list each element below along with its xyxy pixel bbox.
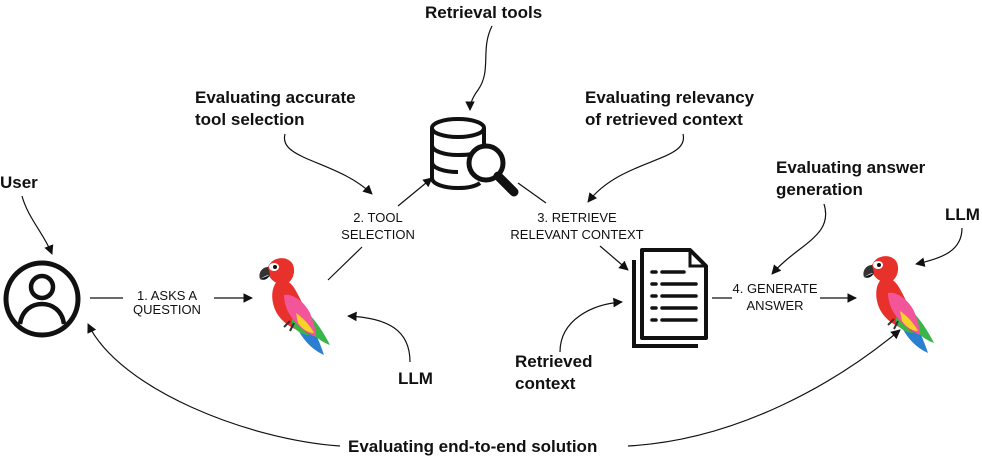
e2e-arrow-left [87,323,341,447]
document-icon [632,248,708,348]
database-search-icon [430,117,519,197]
retrieval-tools-label: Retrieval tools [425,3,542,22]
e2e-label: Evaluating end-to-end solution [348,437,597,456]
user-pointer-arrow [21,195,54,255]
step2-label-line2: SELECTION [341,227,415,242]
eval-answer-pointer-arrow [771,203,827,275]
step1-label-line1: 1. ASKS A [137,288,197,303]
eval-answer-label-line2: generation [776,180,863,199]
eval-relevancy-label-line2: of retrieved context [585,110,743,129]
user-label: User [0,173,38,192]
user-icon [3,260,81,338]
eval-tool-pointer-arrow [283,133,373,195]
eval-tool-selection-label-line1: Evaluating accurate [195,88,356,107]
retrieval-tools-pointer-arrow [465,25,493,111]
step1-label-line2: QUESTION [133,302,201,317]
eval-answer-label-line1: Evaluating answer [776,158,926,177]
eval-relevancy-label-line1: Evaluating relevancy [585,88,755,107]
llm-bottom-pointer-arrow [347,311,411,363]
llm-bottom-label: LLM [398,369,433,388]
eval-relevancy-pointer-arrow [587,133,684,203]
retrieved-context-label-line1: Retrieved [515,352,592,371]
step2-label-line1: 2. TOOL [353,210,402,225]
step3-connector [517,182,547,204]
step2-connector [327,246,363,281]
retrieved-context-pointer-arrow [559,297,623,353]
step3-label-line2: RELEVANT CONTEXT [510,227,643,242]
eval-tool-selection-label-line2: tool selection [195,110,305,129]
step3-arrow [599,245,629,271]
parrot-llm-icon-right [862,255,935,354]
llm-right-label: LLM [945,205,980,224]
step4-label-line2: ANSWER [746,298,803,313]
parrot-llm-icon-left [258,257,331,356]
e2e-arrow-right [627,329,901,447]
step4-label-line1: 4. GENERATE [732,281,817,296]
llm-right-pointer-arrow [915,227,963,267]
step3-label-line1: 3. RETRIEVE [537,210,617,225]
step2-arrow [397,177,433,207]
retrieved-context-label-line2: context [515,374,576,393]
